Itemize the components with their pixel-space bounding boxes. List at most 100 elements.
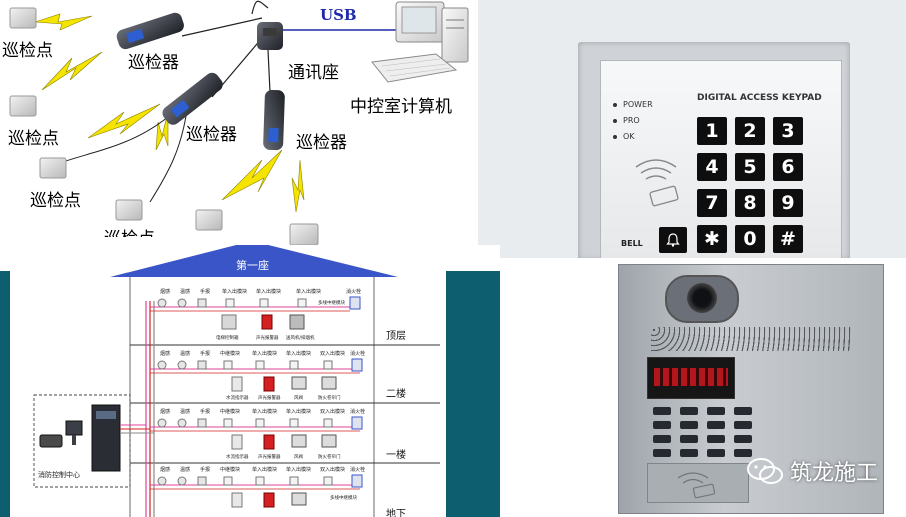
intercom-key[interactable] [734,421,752,429]
manual-alarm-icon [197,360,207,370]
diagram-sheet [10,271,446,517]
device-label: 单入出模块 [286,466,311,473]
intercom-key[interactable] [653,449,671,457]
device-label: 消火栓 [350,350,365,357]
intercom-key[interactable] [653,421,671,429]
key-6[interactable]: 6 [773,153,803,181]
usb-label: USB [320,6,357,24]
bell-label: BELL [621,239,643,248]
wechat-icon [746,458,783,484]
roof-label: 第一座 [236,258,269,272]
key-2[interactable]: 2 [735,117,765,145]
equip-label: 水流指示器 [226,453,249,460]
device-label: 温感 [180,288,190,295]
intercom-key[interactable] [707,407,725,415]
device-row-basement: 烟感 温感 手报 中继模块 单入出模块 单入出模块 双入出模块 消火栓 多线中继… [150,466,365,508]
device-label: 单入出模块 [252,350,277,357]
key-5[interactable]: 5 [735,153,765,181]
fan-icon [289,314,305,330]
checkpoint-pad-1 [9,7,37,29]
watermark-text: 筑龙施工 [789,461,878,486]
hydrant-icon [351,358,363,372]
device-label: 手报 [200,288,210,295]
key-3[interactable]: 3 [773,117,803,145]
damper-icon [291,434,307,448]
key-1[interactable]: 1 [697,117,727,145]
key-star[interactable]: ✱ [697,225,727,253]
strobe-icon [263,376,275,392]
module-icon [323,360,333,370]
equip-label: 声光报警器 [256,334,279,341]
equip-label: 防火卷帘门 [318,453,341,460]
bell-button[interactable] [659,227,687,253]
card-reader-area [647,463,749,503]
smoke-detector-icon [157,418,167,428]
equip-label: 送风机/排烟机 [286,334,315,341]
patrol-system-diagram: USB 巡检点 巡检器 通讯座 中控室计算机 巡检点 巡检器 巡检器 巡检点 巡… [0,0,478,245]
equip-label: 风阀 [294,453,303,460]
key-7[interactable]: 7 [697,189,727,217]
lightning-icon [87,103,161,139]
relay-label: 多线中继模块 [318,299,345,306]
intercom-key[interactable] [680,407,698,415]
reader-device-2 [162,72,223,125]
flow-indicator-icon [231,492,243,508]
module-icon [225,298,235,308]
intercom-key[interactable] [707,449,725,457]
checkpoint-pad-4 [115,199,143,221]
keypad-face: DIGITAL ACCESS KEYPAD POWER PRO OK 1 2 3… [600,60,842,260]
device-label: 消火栓 [350,466,365,473]
module-icon [255,476,265,486]
device-row-floor2: 烟感 温感 手报 中继模块 单入出模块 单入出模块 双入出模块 消火栓 水流指示… [150,350,365,401]
card-reader-icon [635,159,679,207]
strobe-icon [263,492,275,508]
device-label: 单入出模块 [252,408,277,415]
indicator-ok: OK [613,129,653,145]
equip-label: 风阀 [294,394,303,401]
intercom-key[interactable] [734,435,752,443]
device-label: 双入出模块 [320,408,345,415]
lightning-icon [291,159,305,213]
key-9[interactable]: 9 [773,189,803,217]
floor-lines [130,344,440,464]
shutter-icon [321,376,337,390]
hydrant-icon [351,474,363,488]
heat-detector-icon [177,476,187,486]
intercom-key[interactable] [707,421,725,429]
device-label: 烟感 [160,466,170,473]
fire-alarm-svg: 第一座 顶层 二楼 一楼 地下 烟感 温感 手报 [33,245,440,517]
module-icon [289,418,299,428]
intercom-panel-photo: 筑龙施工 [500,258,906,517]
intercom-key[interactable] [680,421,698,429]
equip-label: 水流指示器 [226,394,249,401]
telephone-icon [39,434,63,448]
intercom-key[interactable] [653,407,671,415]
key-4[interactable]: 4 [697,153,727,181]
intercom-key[interactable] [680,449,698,457]
checkpoint-label: 巡检点 [8,129,59,149]
smoke-detector-icon [157,360,167,370]
key-8[interactable]: 8 [735,189,765,217]
intercom-key[interactable] [734,407,752,415]
patrol-system-svg [9,0,469,245]
intercom-key[interactable] [680,435,698,443]
lightning-icon [221,149,283,201]
led-icon [613,118,617,123]
floor-label-top: 顶层 [386,330,406,342]
checkpoint-label-partial: 巡检点 [104,224,155,237]
heat-detector-icon [177,360,187,370]
equip-label: 声光报警器 [258,453,281,460]
device-row-top: 烟感 温感 手报 单入出模块 单入出模块 单入出模块 消火栓 多线中继模块 电梯… [150,288,361,341]
intercom-key[interactable] [734,449,752,457]
key-0[interactable]: 0 [735,225,765,253]
key-hash[interactable]: # [773,225,803,253]
intercom-key[interactable] [707,435,725,443]
fire-alarm-system-diagram: 第一座 顶层 二楼 一楼 地下 烟感 温感 手报 [0,245,500,517]
intercom-key[interactable] [653,435,671,443]
device-label: 中继模块 [220,466,240,473]
checkpoint-pad-2 [9,95,37,117]
device-row-floor1: 烟感 温感 手报 中继模块 单入出模块 单入出模块 双入出模块 消火栓 水流指示… [150,408,365,460]
indicator-power: POWER [613,97,653,113]
module-icon [223,418,233,428]
checkpoint-pad-5 [195,209,223,231]
